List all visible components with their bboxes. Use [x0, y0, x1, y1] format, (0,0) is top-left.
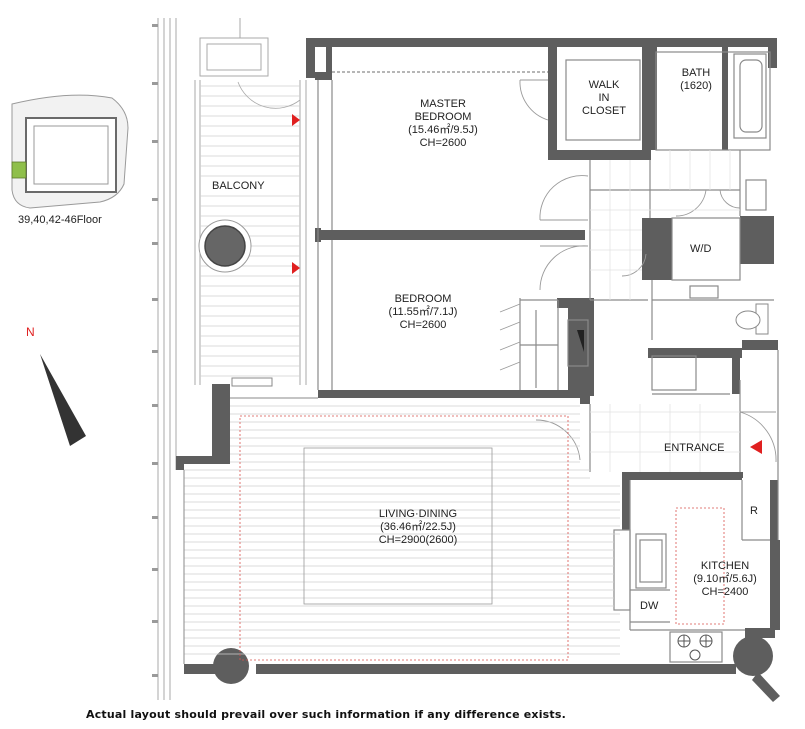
walk-in-closet-line1: WALK: [588, 79, 620, 91]
walls: [176, 38, 780, 674]
ceiling-outlines: [239, 415, 725, 661]
bath-size: (1620): [680, 80, 712, 92]
tile-grid: [590, 150, 740, 472]
balcony-structure: [157, 18, 307, 700]
master-bedroom-name-line1: MASTER: [420, 98, 466, 110]
compass-n-label: N: [26, 325, 35, 339]
living-dining-name: LIVING·DINING: [378, 508, 458, 520]
kitchen-area: (9.10㎡/5.6J): [693, 573, 757, 585]
interior-partitions: [317, 51, 779, 663]
toilet-icon: [735, 303, 769, 335]
disclaimer-note: Actual layout should prevail over such i…: [86, 708, 567, 721]
key-plan-unit-highlight: [11, 161, 27, 179]
bath-name: BATH: [681, 67, 711, 79]
refrigerator-label: R: [750, 505, 758, 517]
balcony-door-swing: [237, 81, 301, 109]
stovetop-icon: [677, 634, 713, 661]
living-dining-area: (36.46㎡/22.5J): [380, 521, 456, 533]
living-dining-label: LIVING·DINING (36.46㎡/22.5J) CH=2900(260…: [356, 508, 480, 547]
kitchen-name: KITCHEN: [700, 560, 750, 572]
living-floor-boards: [184, 405, 620, 655]
window-mullions: [152, 24, 158, 677]
key-plan-floor-label: 39,40,42-46Floor: [18, 214, 102, 226]
bath-label: BATH (1620): [666, 67, 726, 93]
north-arrow: [40, 354, 86, 446]
master-bedroom-area: (15.46㎡/9.5J): [408, 124, 478, 136]
bedroom-label: BEDROOM (11.55㎡/7.1J) CH=2600: [368, 293, 478, 332]
bedroom-wardrobe: [499, 303, 521, 371]
bedroom-name: BEDROOM: [394, 293, 452, 305]
master-bedroom-name-line2: BEDROOM: [414, 111, 472, 123]
walk-in-closet-label: WALK IN CLOSET: [574, 79, 634, 118]
entrance-label: ENTRANCE: [664, 442, 725, 454]
balcony-label: BALCONY: [212, 180, 265, 192]
walk-in-closet-line3: CLOSET: [581, 105, 626, 117]
master-bedroom-label: MASTER BEDROOM (15.46㎡/9.5J) CH=2600: [388, 98, 498, 150]
closet-mirror-icon: [577, 330, 584, 352]
washer-dryer-label: W/D: [690, 243, 712, 255]
bedroom-ceiling: CH=2600: [399, 319, 447, 331]
balcony-column: [198, 219, 252, 273]
kitchen-ceiling: CH=2400: [701, 586, 749, 598]
corner-columns: [213, 636, 780, 702]
walk-in-closet-line2: IN: [598, 92, 610, 104]
bedroom-area: (11.55㎡/7.1J): [388, 306, 458, 318]
master-bedroom-ceiling: CH=2600: [419, 137, 467, 149]
living-dining-ceiling: CH=2900(2600): [378, 534, 458, 546]
door-swings: [519, 79, 777, 463]
key-plan: [11, 94, 129, 209]
balcony-slats: [200, 85, 300, 377]
direction-markers: [292, 114, 762, 454]
kitchen-label: KITCHEN (9.10㎡/5.6J) CH=2400: [680, 560, 770, 599]
dishwasher-label: DW: [640, 600, 659, 612]
living-outline: [183, 377, 318, 664]
